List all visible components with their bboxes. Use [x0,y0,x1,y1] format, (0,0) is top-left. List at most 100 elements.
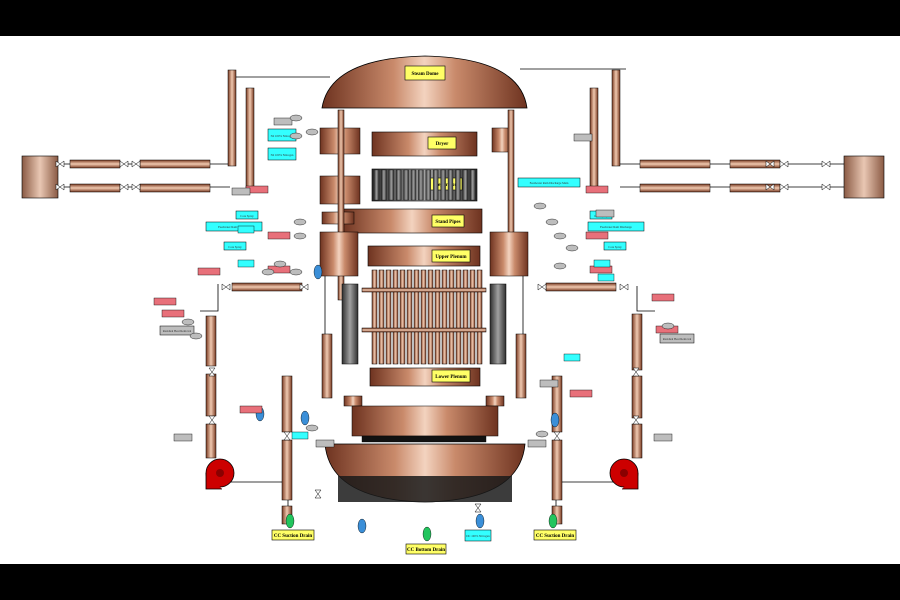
drain-valve-icon[interactable] [475,513,485,529]
feedwater-main-box[interactable] [517,177,581,188]
drain-valve-icon[interactable] [285,513,295,529]
status-tag[interactable] [563,353,581,362]
cc-suction-drain-right-box[interactable] [533,529,577,541]
pressure-gauge-icon[interactable] [535,430,549,438]
valve-icon[interactable] [765,160,775,168]
status-tag[interactable] [585,231,609,240]
status-tag[interactable] [573,133,593,142]
tank-icon[interactable] [21,155,59,199]
core-spray-r2-box[interactable] [603,241,627,251]
pump-icon[interactable] [205,458,235,490]
status-tag[interactable] [653,433,673,442]
valve-icon[interactable] [221,283,231,291]
valve-icon[interactable] [779,183,789,191]
status-tag[interactable] [161,309,185,318]
valve-icon[interactable] [208,415,216,425]
status-tag[interactable] [527,439,547,448]
valve-icon[interactable] [283,431,291,441]
pressure-gauge-icon[interactable] [189,332,203,340]
valve-icon[interactable] [208,367,216,377]
stand-pipes-label-box[interactable] [431,214,465,228]
valve-icon[interactable] [553,431,561,441]
pipe-horizontal [69,183,121,193]
status-tag[interactable] [569,389,593,398]
valve-icon[interactable] [821,183,831,191]
status-tag[interactable] [237,225,255,234]
status-tag[interactable] [585,185,609,194]
valve-icon[interactable] [474,503,482,513]
pump-icon[interactable] [609,458,639,490]
cc-suction-drain-left-box[interactable] [271,529,315,541]
core-spray-l1-box[interactable] [235,210,259,220]
valve-icon[interactable] [619,283,629,291]
status-tag[interactable] [597,273,615,282]
pipe-horizontal [139,183,211,193]
valve-icon[interactable] [632,367,640,377]
status-tag[interactable] [595,209,615,218]
pressure-gauge-icon[interactable] [305,128,319,136]
valve-icon[interactable] [299,283,309,291]
pressure-gauge-icon[interactable] [261,268,275,276]
pressure-gauge-icon[interactable] [289,132,303,140]
tank-icon[interactable] [843,155,885,199]
pressure-gauge-icon[interactable] [293,218,307,226]
pressure-gauge-icon[interactable] [553,232,567,240]
pressure-gauge-icon[interactable] [305,424,319,432]
status-tag[interactable] [237,259,255,268]
status-tag[interactable] [315,439,335,448]
feedwater-right-box[interactable] [587,221,645,232]
valve-icon[interactable] [314,489,322,499]
status-tag[interactable] [153,297,177,306]
feedwater-left-box[interactable] [205,221,263,232]
lower-plenum-label-box[interactable] [431,369,471,383]
valve-icon[interactable] [632,415,640,425]
pressure-gauge-icon[interactable] [661,322,675,330]
drain-valve-icon[interactable] [313,264,323,280]
pressure-gauge-icon[interactable] [533,202,547,210]
status-tag[interactable] [273,117,293,126]
drain-valve-icon[interactable] [300,410,310,426]
valve-icon[interactable] [537,283,547,291]
upper-plenum-label-box[interactable] [431,249,471,263]
status-tag[interactable] [593,259,611,268]
valve-icon[interactable] [119,160,129,168]
status-tag[interactable] [197,267,221,276]
valve-icon[interactable] [765,183,775,191]
core-spray-l2-box[interactable] [223,241,247,251]
pressure-gauge-icon[interactable] [273,260,287,268]
valve-icon[interactable] [131,160,141,168]
pressure-gauge-icon[interactable] [289,114,303,122]
status-tag[interactable] [231,187,251,196]
status-tag[interactable] [239,405,263,414]
residual-heat-right-box[interactable] [659,333,695,344]
valve-icon[interactable] [55,183,65,191]
status-tag[interactable] [173,433,193,442]
dc-nitrogen-box[interactable] [464,529,492,542]
valve-icon[interactable] [821,160,831,168]
steam-dome-label-box[interactable] [404,65,446,81]
valve-icon[interactable] [779,160,789,168]
pressure-gauge-icon[interactable] [181,318,195,326]
pressure-gauge-icon[interactable] [545,218,559,226]
dryer-label-box[interactable] [427,136,457,150]
drain-valve-icon[interactable] [422,526,432,542]
status-tag[interactable] [651,293,675,302]
drain-valve-icon[interactable] [357,518,367,534]
drain-valve-icon[interactable] [548,513,558,529]
pressure-gauge-icon[interactable] [565,244,579,252]
pipe-horizontal [69,159,121,169]
status-tag[interactable] [291,431,309,440]
valve-icon[interactable] [119,183,129,191]
cc-suction-drain-left-label: CC Suction Drain [274,534,313,539]
nitrogen-2-box[interactable] [267,147,297,161]
drain-valve-icon[interactable] [550,412,560,428]
pressure-gauge-icon[interactable] [553,262,567,270]
status-tag[interactable] [267,231,291,240]
pressure-gauge-icon[interactable] [289,268,303,276]
valve-icon[interactable] [131,183,141,191]
pressure-gauge-icon[interactable] [293,232,307,240]
status-tag[interactable] [539,379,559,388]
residual-heat-left-box[interactable] [159,325,195,336]
valve-icon[interactable] [55,160,65,168]
cc-bottom-drain-box[interactable] [405,543,447,555]
